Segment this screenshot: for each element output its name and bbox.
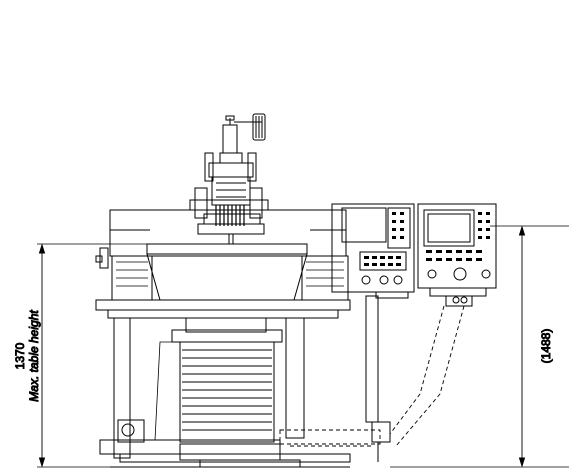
spindle-head — [194, 113, 266, 244]
knee-base — [99, 317, 351, 468]
left-dimension-label: Max. table height — [27, 310, 41, 402]
machine-table — [95, 243, 351, 319]
control-pendant-side — [331, 203, 415, 299]
control-arm — [279, 305, 465, 447]
right-dimension: (1488) — [390, 225, 569, 468]
right-dimension-value: (1488) — [539, 329, 553, 364]
column-housing — [109, 199, 347, 257]
left-dimension: 1370 Max. table height — [13, 243, 250, 468]
control-pendant-front — [417, 203, 497, 307]
control-pole — [365, 295, 391, 462]
left-dimension-value: 1370 — [13, 342, 27, 369]
